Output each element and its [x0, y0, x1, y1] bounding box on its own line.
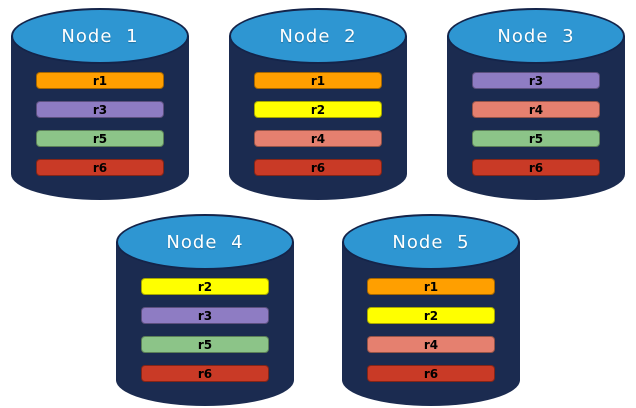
replica-bar: r1 [36, 72, 164, 89]
replica-list: r1 r2 r4 r6 [367, 278, 495, 382]
node-title: Node 2 [279, 25, 357, 47]
cylinder-top-ellipse: Node 4 [116, 214, 294, 270]
replica-bar: r6 [36, 159, 164, 176]
replica-list: r1 r3 r5 r6 [36, 72, 164, 176]
replica-bar: r6 [254, 159, 382, 176]
replica-bar: r6 [472, 159, 600, 176]
bottom-row: Node 4 r2 r3 r5 r6 Node 5 r1 r2 r4 r6 [0, 214, 636, 406]
cylinder-top-ellipse: Node 2 [229, 8, 407, 64]
replica-bar: r3 [141, 307, 269, 324]
replica-bar: r1 [367, 278, 495, 295]
replica-bar: r1 [254, 72, 382, 89]
replica-bar: r6 [141, 365, 269, 382]
replica-list: r1 r2 r4 r6 [254, 72, 382, 176]
database-node-5: Node 5 r1 r2 r4 r6 [342, 214, 520, 406]
replica-bar: r5 [141, 336, 269, 353]
replica-bar: r3 [36, 101, 164, 118]
replica-bar: r5 [36, 130, 164, 147]
database-node-2: Node 2 r1 r2 r4 r6 [229, 8, 407, 200]
cylinder-top-ellipse: Node 1 [11, 8, 189, 64]
replica-bar: r3 [472, 72, 600, 89]
replica-bar: r4 [367, 336, 495, 353]
cylinder-top-ellipse: Node 3 [447, 8, 625, 64]
cylinder-top-ellipse: Node 5 [342, 214, 520, 270]
replica-bar: r4 [254, 130, 382, 147]
replica-bar: r6 [367, 365, 495, 382]
database-node-4: Node 4 r2 r3 r5 r6 [116, 214, 294, 406]
node-title: Node 3 [497, 25, 575, 47]
database-node-3: Node 3 r3 r4 r5 r6 [447, 8, 625, 200]
top-row: Node 1 r1 r3 r5 r6 Node 2 r1 r2 r4 r6 [0, 8, 636, 200]
node-title: Node 1 [61, 25, 139, 47]
node-title: Node 5 [392, 231, 470, 253]
replica-list: r3 r4 r5 r6 [472, 72, 600, 176]
node-title: Node 4 [166, 231, 244, 253]
replica-bar: r5 [472, 130, 600, 147]
replica-bar: r4 [472, 101, 600, 118]
replica-list: r2 r3 r5 r6 [141, 278, 269, 382]
database-node-1: Node 1 r1 r3 r5 r6 [11, 8, 189, 200]
replica-bar: r2 [141, 278, 269, 295]
replica-bar: r2 [367, 307, 495, 324]
replica-bar: r2 [254, 101, 382, 118]
